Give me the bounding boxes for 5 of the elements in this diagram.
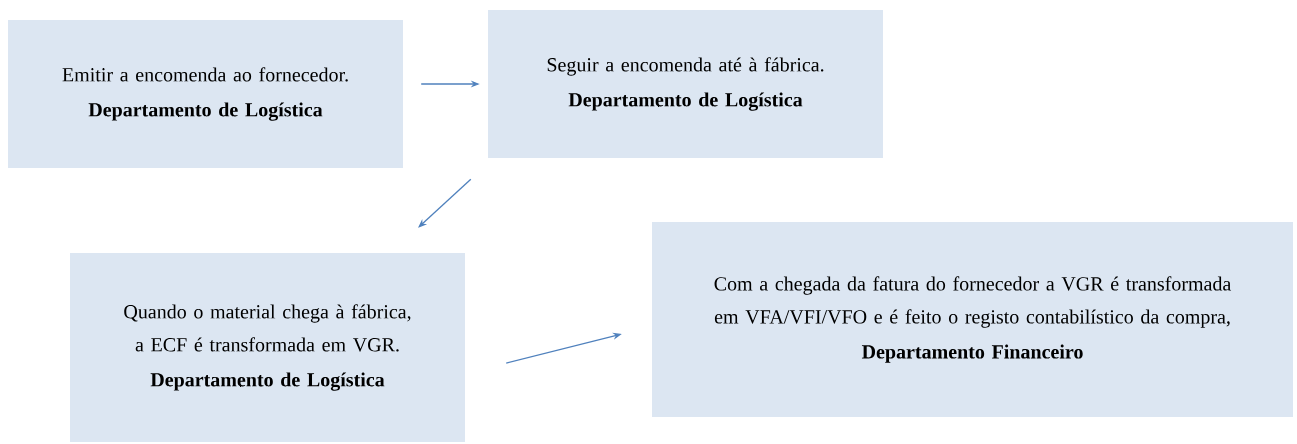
process-box: Seguir a encomenda até à fábrica. Departamento de Logística	[488, 10, 883, 158]
process-box: Com a chegada da fatura do fornecedor a VGR é transformada em VFA/VFI/VFO e é feito o registo contabilístico da compra, Departamento Financeiro	[652, 222, 1293, 417]
process-box: Emitir a encomenda ao fornecedor. Departamento de Logística	[8, 20, 403, 168]
arrow	[418, 178, 472, 228]
process-box: Quando o material chega à fábrica, a ECF é transformada em VGR. Departamento de Logística	[70, 253, 465, 442]
